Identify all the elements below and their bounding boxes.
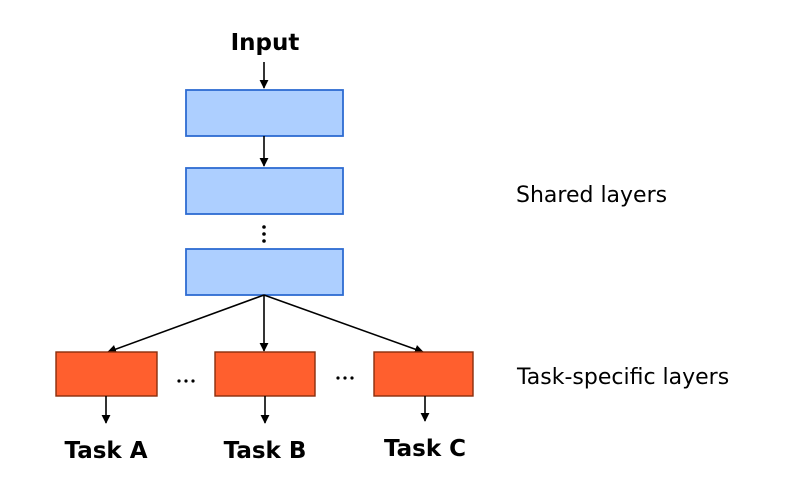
vertical-ellipsis xyxy=(262,225,266,243)
task-layer-box-c xyxy=(373,351,474,397)
input-label: Input xyxy=(230,30,300,56)
shared-layer-box-2 xyxy=(185,167,344,215)
shared-layers-label: Shared layers xyxy=(516,183,668,208)
horizontal-ellipsis-1 xyxy=(177,379,195,383)
task-layer-box-b xyxy=(214,351,316,397)
shared-layer-box-3 xyxy=(185,248,344,296)
task-c-label: Task C xyxy=(383,436,467,462)
branch-arrow-a xyxy=(107,294,265,354)
task-b-label: Task B xyxy=(223,438,307,464)
shared-layer-box-1 xyxy=(185,89,344,137)
task-a-label: Task A xyxy=(64,438,148,464)
task-specific-layers-label: Task-specific layers xyxy=(517,365,730,390)
task-layer-box-a xyxy=(55,351,158,397)
branch-arrow-c xyxy=(263,294,424,354)
horizontal-ellipsis-2 xyxy=(336,376,354,380)
